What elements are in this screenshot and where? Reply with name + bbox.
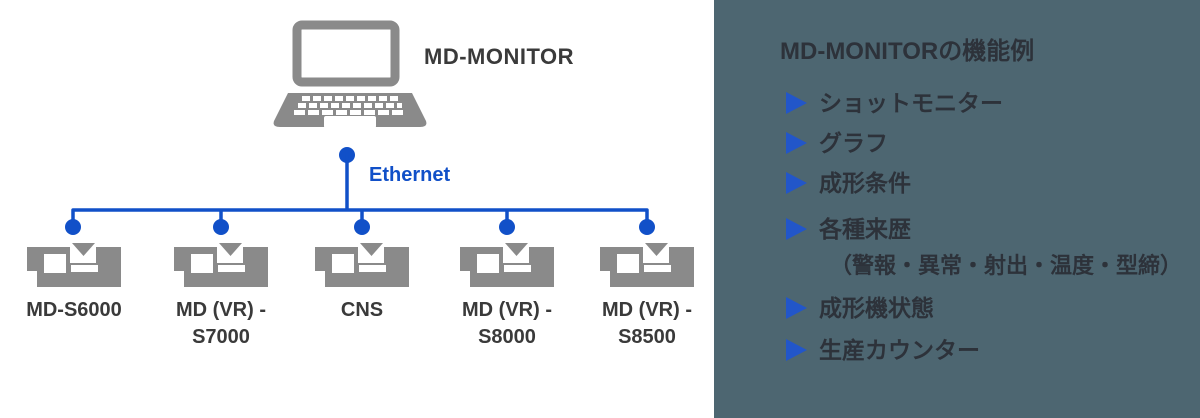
- laptop-icon: [273, 20, 427, 128]
- machine-label-md-s6000: MD-S6000: [26, 299, 122, 321]
- feature-item: グラフ: [786, 129, 888, 157]
- feature-panel: MD-MONITORの機能例 ショットモニター グラフ 成形条件 各種来歴 （警…: [714, 0, 1200, 418]
- injection-molding-machine-icon: [600, 243, 694, 287]
- ethernet-network-lines: [65, 147, 655, 235]
- feature-item: ショットモニター: [786, 89, 1003, 117]
- machine-label-md-vr-s8000: MD (VR) - S8000: [462, 299, 552, 348]
- machine-label-md-vr-s8500: MD (VR) - S8500: [602, 299, 692, 348]
- feature-item: 成形条件: [786, 169, 911, 197]
- monitor-label: MD-MONITOR: [424, 44, 575, 69]
- triangle-bullet-icon: [786, 172, 807, 194]
- ethernet-label: Ethernet: [369, 164, 451, 186]
- injection-molding-machine-icon: [27, 243, 121, 287]
- feature-item: 成形機状態: [786, 294, 934, 322]
- triangle-bullet-icon: [786, 218, 807, 240]
- machine-label-md-vr-s7000: MD (VR) - S7000: [176, 299, 266, 348]
- network-node-dot: [65, 219, 81, 235]
- feature-panel-title: MD-MONITORの機能例: [780, 38, 1035, 65]
- triangle-bullet-icon: [786, 132, 807, 154]
- feature-item-label: 成形機状態: [819, 295, 934, 321]
- network-node-dot: [639, 219, 655, 235]
- feature-item-label: 各種来歴: [819, 216, 911, 242]
- injection-molding-machine-icon: [460, 243, 554, 287]
- injection-molding-machine-icon: [174, 243, 268, 287]
- triangle-bullet-icon: [786, 339, 807, 361]
- network-node-dot: [499, 219, 515, 235]
- triangle-bullet-icon: [786, 297, 807, 319]
- feature-item-label: 生産カウンター: [819, 337, 980, 363]
- network-node-dot: [354, 219, 370, 235]
- machine-label-cns: CNS: [340, 299, 384, 321]
- feature-item: 各種来歴: [786, 215, 911, 243]
- injection-molding-machine-icon: [315, 243, 409, 287]
- feature-item-label: 成形条件: [819, 170, 911, 196]
- feature-item-label: ショットモニター: [819, 90, 1003, 116]
- triangle-bullet-icon: [786, 92, 807, 114]
- feature-item-label: グラフ: [819, 130, 888, 156]
- network-node-dot: [213, 219, 229, 235]
- feature-item-sublabel: （警報・異常・射出・温度・型締）: [830, 253, 1183, 278]
- feature-item: 生産カウンター: [786, 336, 980, 364]
